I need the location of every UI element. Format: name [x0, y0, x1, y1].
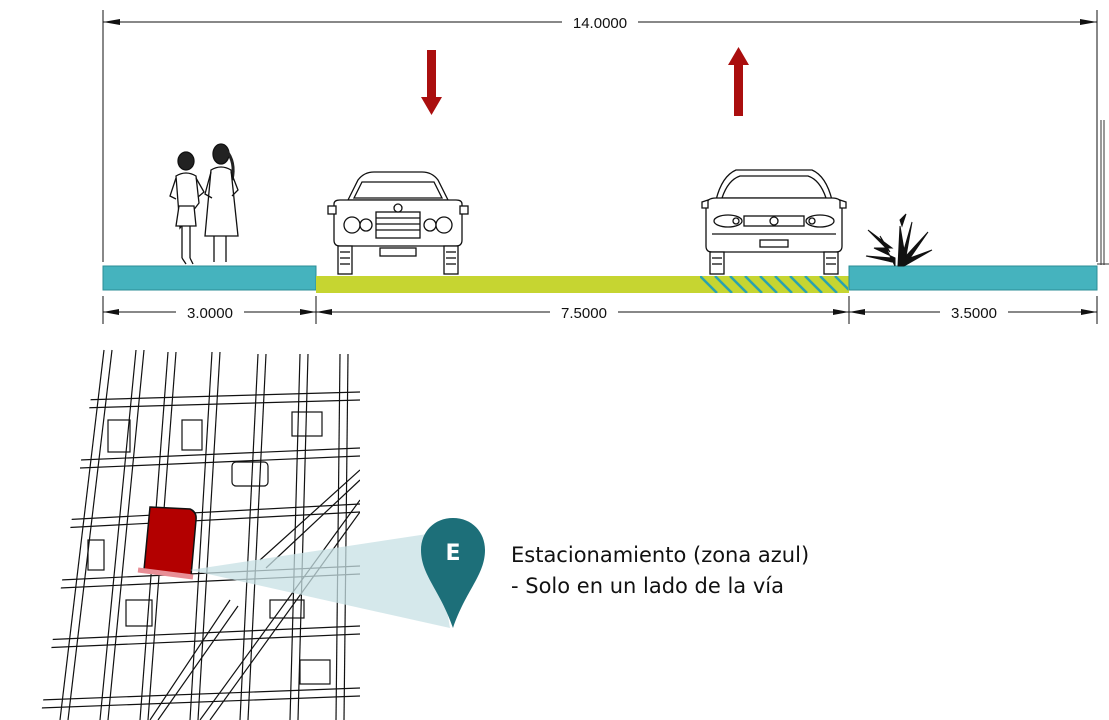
parking-zone-hatch [700, 276, 848, 293]
left-sidewalk-width-label: 3.0000 [187, 305, 233, 322]
sub-width-dimensions: 3.0000 7.5000 3.5000 [102, 296, 1098, 324]
highlighted-street [137, 567, 194, 580]
car-front-icon [327, 171, 469, 275]
legend-line-2: - Solo en un lado de la vía [511, 574, 784, 598]
roadway [316, 276, 849, 293]
legend-line-1: Estacionamiento (zona azul) [511, 543, 810, 567]
location-map [40, 349, 360, 720]
left-sidewalk [102, 265, 317, 291]
right-sidewalk [848, 265, 1098, 291]
car-front-icon [701, 169, 847, 275]
total-width-dimension: 14.0000 [102, 10, 1098, 262]
marker-letter: E [445, 541, 460, 566]
right-sidewalk-width-label: 3.5000 [951, 305, 997, 322]
roadway-width-label: 7.5000 [561, 305, 607, 322]
highlighted-block [143, 506, 197, 577]
callout-beam [190, 533, 450, 628]
location-pin-icon: E [421, 518, 485, 628]
arrow-down-icon [421, 50, 442, 115]
total-width-label: 14.0000 [573, 15, 627, 32]
pedestrians-icon [169, 143, 239, 265]
plant-icon [865, 213, 933, 267]
parking-legend: Estacionamiento (zona azul) - Solo en un… [511, 540, 809, 602]
arrow-up-icon [728, 47, 749, 116]
